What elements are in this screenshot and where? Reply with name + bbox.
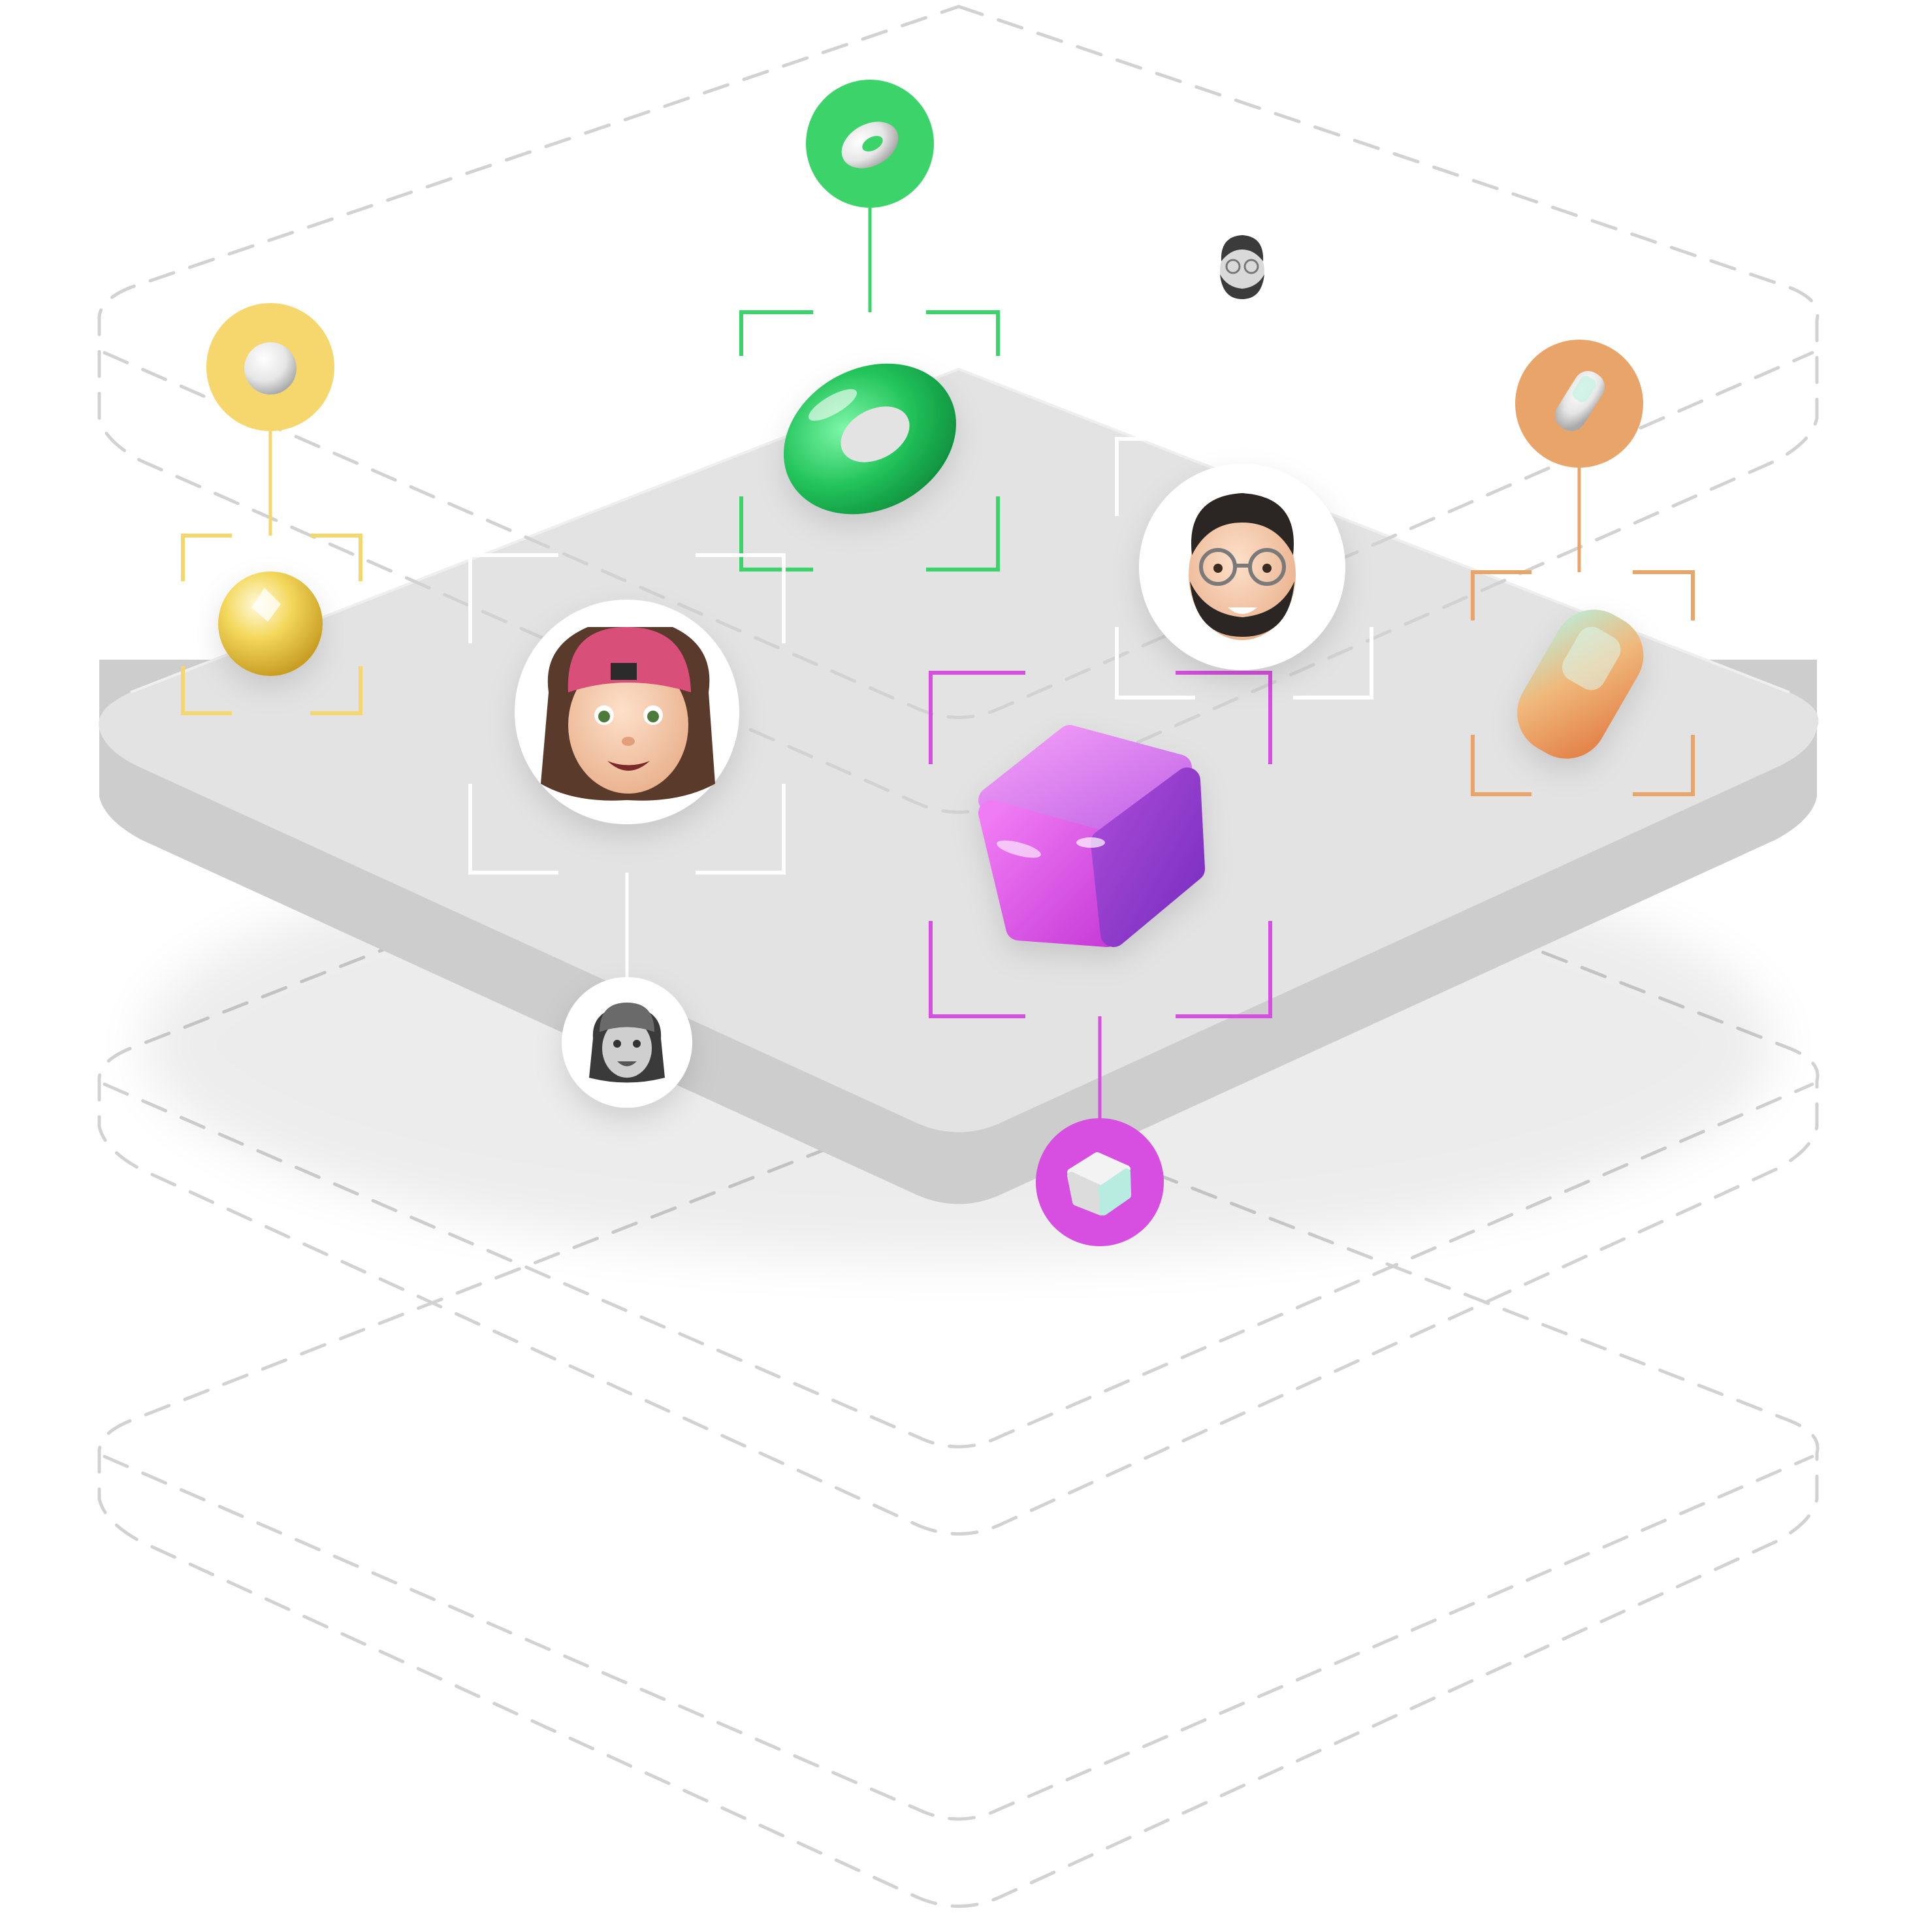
middle-dashed-layer (97, 723, 1820, 1536)
man-face (1189, 509, 1296, 640)
solid-platform-layer (99, 367, 1819, 1261)
woman-face (568, 656, 688, 794)
woman-avatar-icon (589, 1003, 665, 1083)
woman-cap (568, 627, 691, 692)
yellow-badge (206, 303, 334, 431)
woman-cap-strap (611, 663, 637, 680)
white-man-selection-frame (1115, 437, 1373, 700)
man-hair (1191, 493, 1294, 555)
magenta-selection-frame (929, 671, 1272, 1018)
cube-left-face (978, 800, 1120, 947)
magenta-cube (978, 725, 1205, 947)
green-badge (806, 80, 934, 208)
middle-layer-inner-edge (103, 1082, 1814, 1449)
white-badge (562, 977, 692, 1108)
middle-layer-outline (97, 723, 1820, 1536)
yellow-sphere (218, 572, 323, 676)
platform-top (99, 369, 1819, 1133)
green-torus (784, 363, 956, 515)
platform-top-highlight (130, 367, 1790, 694)
woman-avatar (515, 600, 739, 824)
man-beard (1190, 581, 1294, 637)
yellow-selection-frame (181, 534, 362, 715)
top-layer-outline (97, 5, 1820, 814)
orange-selection-frame (1471, 570, 1695, 796)
man-glasses (1199, 548, 1286, 586)
orange-capsule (1517, 609, 1644, 759)
bottom-layer-inner-edge (103, 1455, 1814, 1821)
cube-icon (1067, 1152, 1131, 1216)
white-woman-selection-frame (468, 553, 786, 875)
torus-icon (841, 121, 899, 169)
bottom-dashed-layer (97, 1095, 1820, 1908)
magenta-badge (1036, 1118, 1164, 1246)
top-dashed-layer (97, 5, 1820, 814)
connectors (268, 208, 1581, 1121)
green-selection-frame (739, 310, 1000, 572)
sphere-icon (244, 342, 297, 394)
orange-badge (1515, 340, 1643, 468)
cube-right-face (1091, 767, 1205, 947)
top-layer-inner-edge (103, 351, 1814, 719)
bottom-layer-top-face (97, 1095, 1820, 1908)
man-avatar (1139, 464, 1345, 670)
small-man-avatar (1220, 235, 1264, 299)
